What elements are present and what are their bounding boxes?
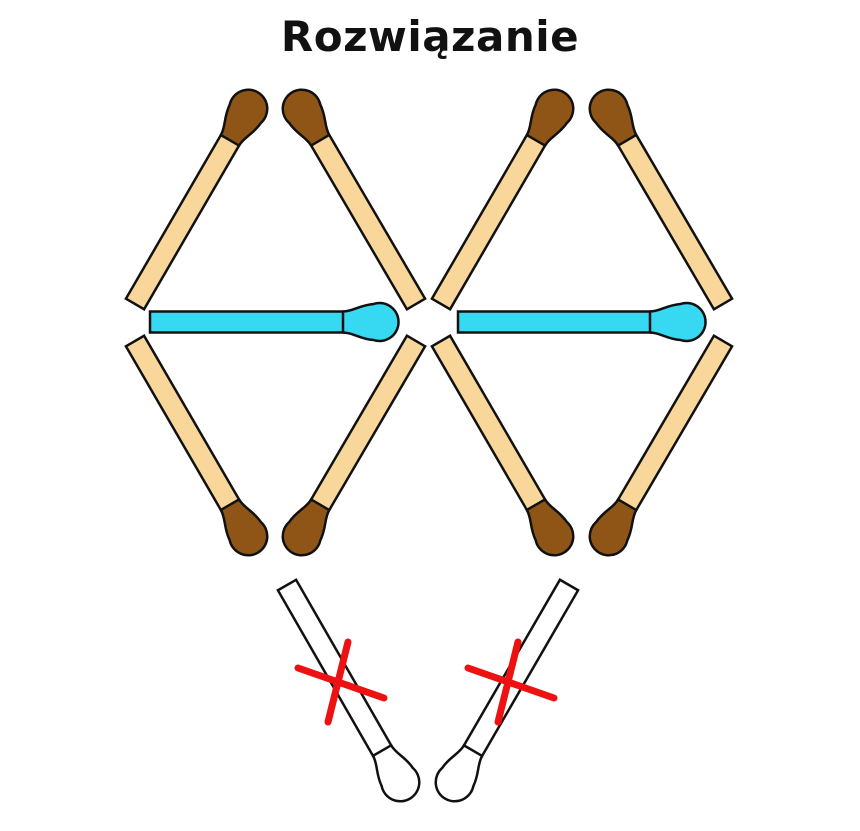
match-head (219, 88, 269, 147)
match-left-bar (148, 301, 400, 343)
match-right-bar (456, 301, 707, 343)
match-head (281, 88, 331, 147)
match-left-triangle-lower-left (124, 334, 269, 557)
cross-mark-icon (464, 638, 558, 726)
match-right-triangle-lower-right (588, 333, 734, 557)
match-left-triangle-upper-right (281, 88, 427, 312)
match-head (648, 301, 707, 343)
cross-mark-icon (294, 638, 388, 726)
match-head (588, 498, 638, 557)
match-left-triangle-lower-right (281, 333, 427, 557)
match-head (341, 301, 400, 343)
page-title: Rozwiązanie (280, 12, 580, 61)
match-right-triangle-lower-left (430, 334, 575, 557)
match-head (434, 744, 484, 803)
match-right-triangle-upper-right (588, 88, 734, 312)
match-head (525, 88, 575, 147)
match-head (371, 744, 421, 803)
match-head (219, 498, 269, 557)
match-left-triangle-upper-left (124, 88, 269, 311)
match-head (525, 498, 575, 557)
match-right-triangle-upper-left (430, 88, 575, 311)
match-head (281, 498, 331, 557)
match-head (588, 88, 638, 147)
match-removed-left (276, 578, 421, 803)
